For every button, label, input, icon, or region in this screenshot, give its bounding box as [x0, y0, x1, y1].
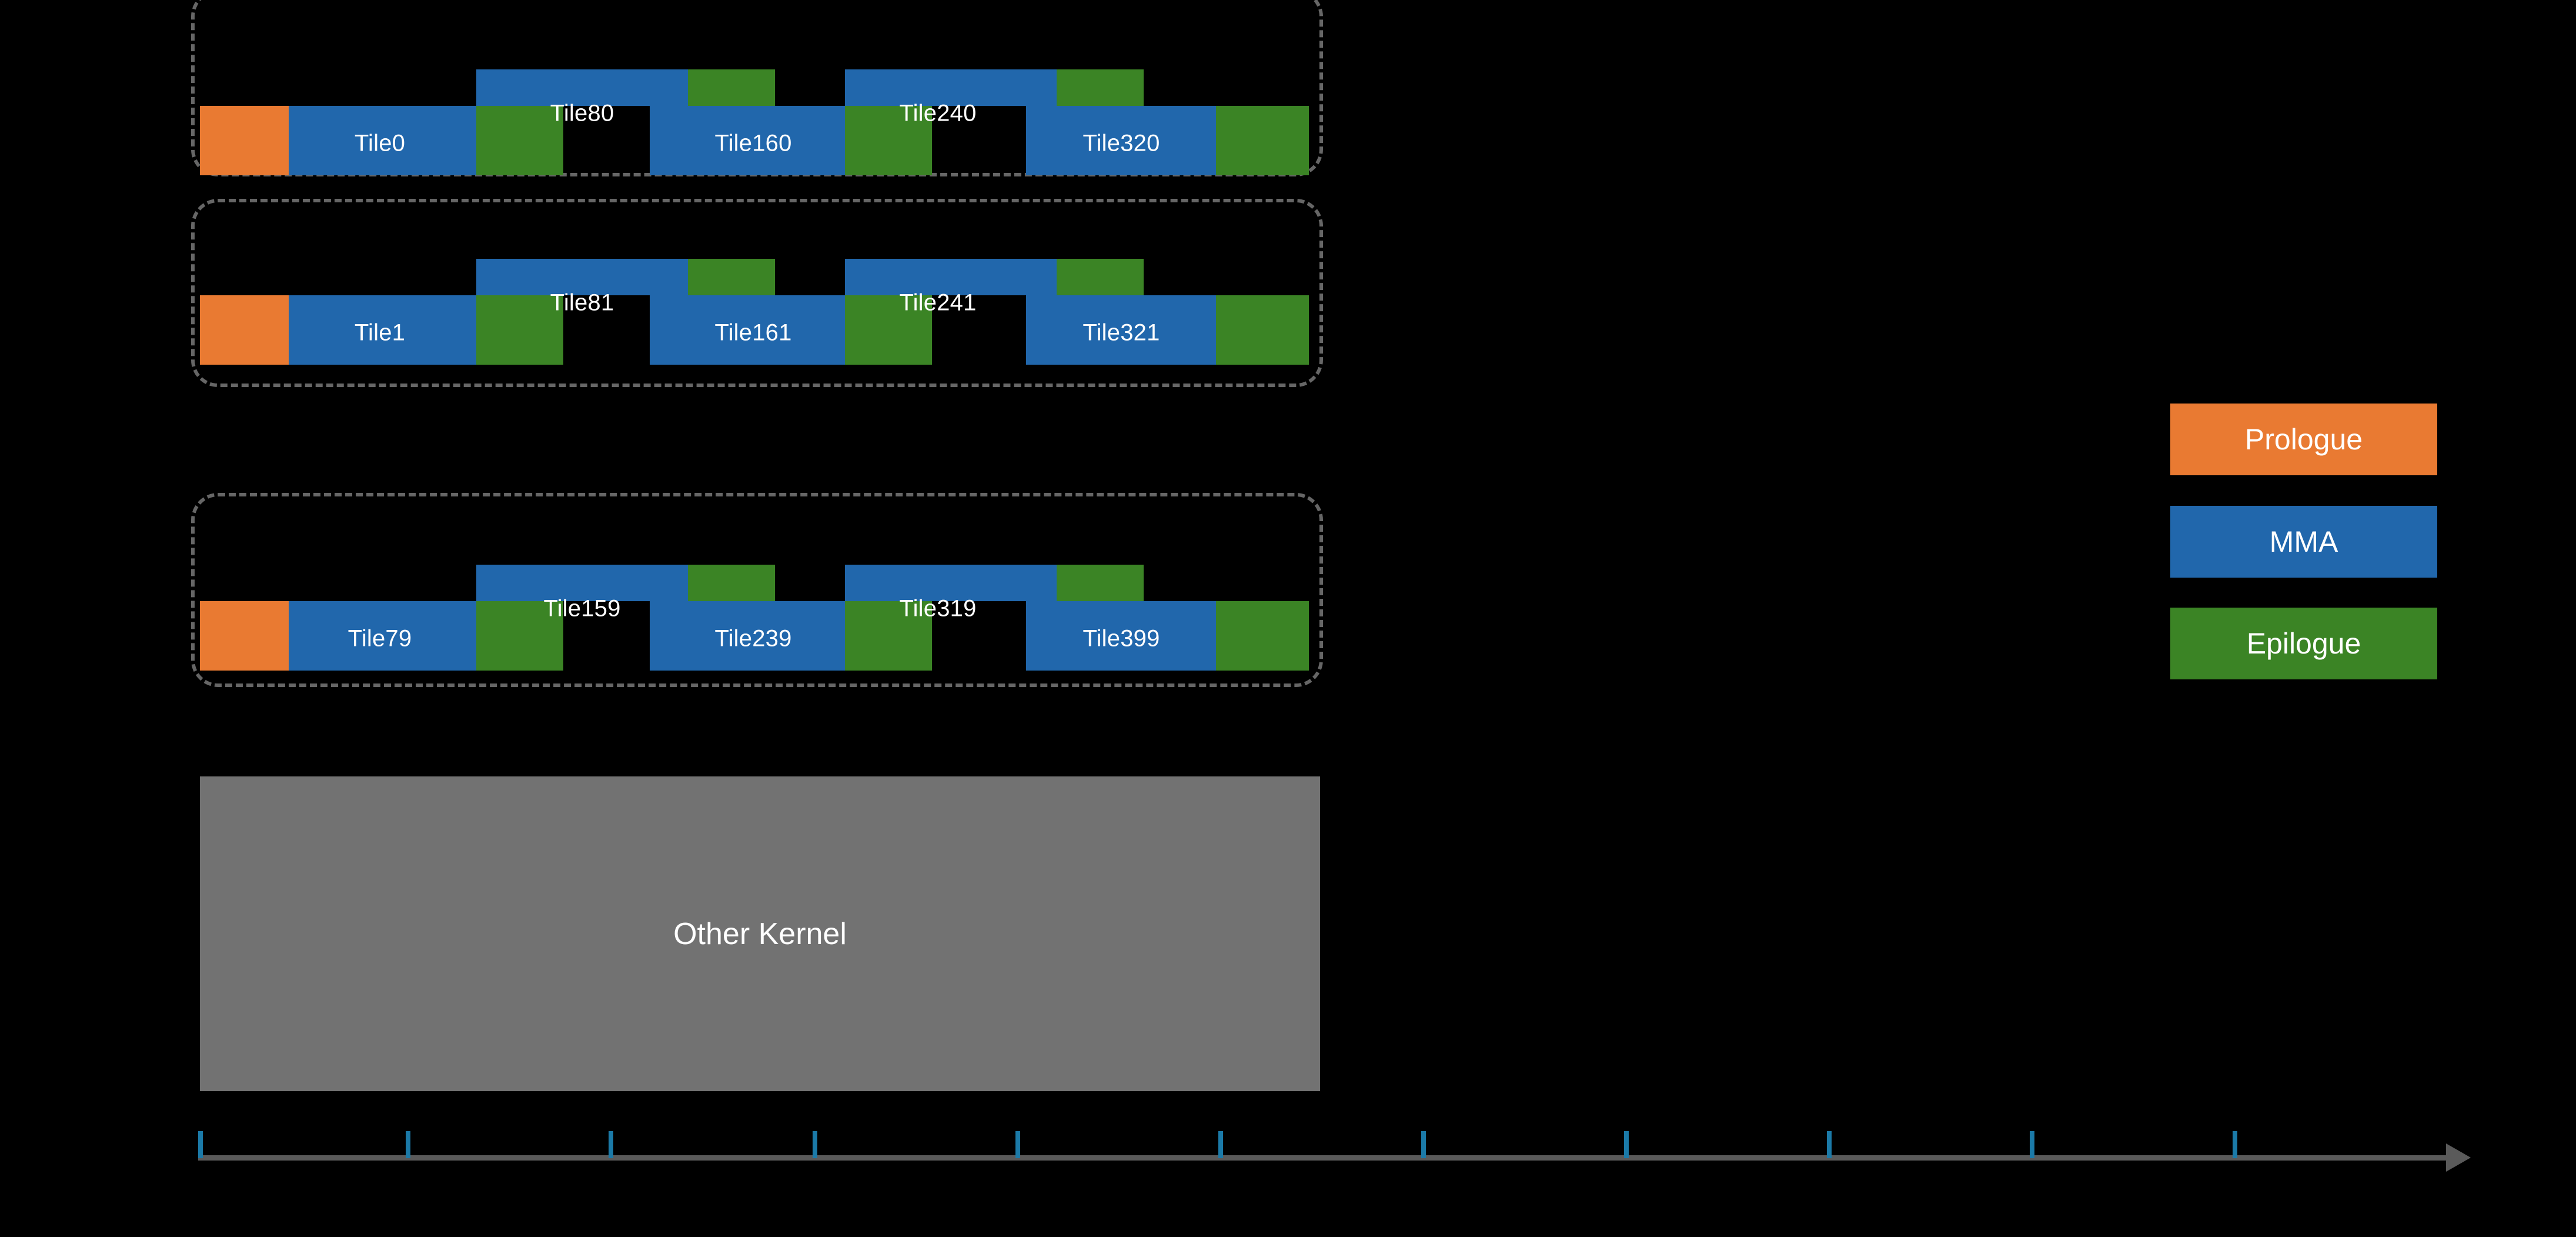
segment-prologue-wave-79-lower-0[interactable]	[200, 601, 289, 671]
legend-label-epilogue: Epilogue	[2246, 627, 2361, 660]
segment-epilogue-wave-79-lower-6[interactable]	[1216, 601, 1309, 671]
segment-epilogue-wave-1-lower-6[interactable]	[1216, 295, 1309, 365]
legend-item-mma[interactable]: MMA	[2170, 506, 2437, 578]
segment-mma-tile321[interactable]	[1026, 295, 1216, 365]
axis-tick-8	[1827, 1131, 1832, 1158]
segment-epilogue-wave-79-lower-2[interactable]	[476, 601, 563, 671]
axis-tick-4	[1015, 1131, 1020, 1158]
segment-epilogue-wave-1-upper-1[interactable]	[688, 259, 775, 295]
segment-epilogue-wave-79-upper-1[interactable]	[688, 565, 775, 601]
segment-mma-tile399[interactable]	[1026, 601, 1216, 671]
segment-prologue-wave-0-lower-0[interactable]	[200, 106, 289, 175]
segment-mma-tile239[interactable]	[650, 601, 845, 671]
segment-mma-tile1[interactable]	[289, 295, 476, 365]
segment-mma-tile79[interactable]	[289, 601, 476, 671]
legend-label-mma: MMA	[2269, 525, 2338, 558]
axis-line	[198, 1155, 2446, 1161]
segment-epilogue-wave-79-upper-3[interactable]	[1057, 565, 1144, 601]
segment-epilogue-wave-1-upper-3[interactable]	[1057, 259, 1144, 295]
segment-mma-tile159[interactable]	[476, 565, 688, 601]
axis-tick-9	[2030, 1131, 2034, 1158]
axis-tick-3	[813, 1131, 817, 1158]
legend-item-epilogue[interactable]: Epilogue	[2170, 608, 2437, 679]
wave-group-box-wave-1	[191, 199, 1323, 387]
segment-epilogue-wave-0-lower-2[interactable]	[476, 106, 563, 175]
segment-epilogue-wave-1-lower-4[interactable]	[845, 295, 932, 365]
segment-mma-tile240[interactable]	[845, 69, 1057, 106]
segment-mma-tile0[interactable]	[289, 106, 476, 175]
axis-tick-6	[1421, 1131, 1426, 1158]
segment-mma-tile160[interactable]	[650, 106, 845, 175]
segment-prologue-wave-1-lower-0[interactable]	[200, 295, 289, 365]
segment-mma-tile241[interactable]	[845, 259, 1057, 295]
axis-tick-1	[406, 1131, 410, 1158]
segment-mma-tile161[interactable]	[650, 295, 845, 365]
axis-tick-7	[1624, 1131, 1629, 1158]
axis-tick-5	[1218, 1131, 1223, 1158]
segment-epilogue-wave-0-lower-4[interactable]	[845, 106, 932, 175]
other-kernel-label: Other Kernel	[673, 916, 847, 951]
axis-tick-2	[609, 1131, 613, 1158]
segment-mma-tile80[interactable]	[476, 69, 688, 106]
segment-epilogue-wave-79-lower-4[interactable]	[845, 601, 932, 671]
legend-item-prologue[interactable]: Prologue	[2170, 404, 2437, 475]
axis-tick-10	[2233, 1131, 2237, 1158]
segment-epilogue-wave-1-lower-2[interactable]	[476, 295, 563, 365]
segment-epilogue-wave-0-upper-1[interactable]	[688, 69, 775, 106]
segment-mma-tile81[interactable]	[476, 259, 688, 295]
segment-mma-tile319[interactable]	[845, 565, 1057, 601]
legend-label-prologue: Prologue	[2244, 423, 2363, 456]
axis-arrow-icon	[2446, 1143, 2471, 1172]
segment-mma-tile320[interactable]	[1026, 106, 1216, 175]
wave-group-box-wave-79	[191, 493, 1323, 687]
segment-epilogue-wave-0-lower-6[interactable]	[1216, 106, 1309, 175]
axis-tick-0	[198, 1131, 203, 1158]
other-kernel-block[interactable]: Other Kernel	[200, 776, 1320, 1091]
segment-epilogue-wave-0-upper-3[interactable]	[1057, 69, 1144, 106]
